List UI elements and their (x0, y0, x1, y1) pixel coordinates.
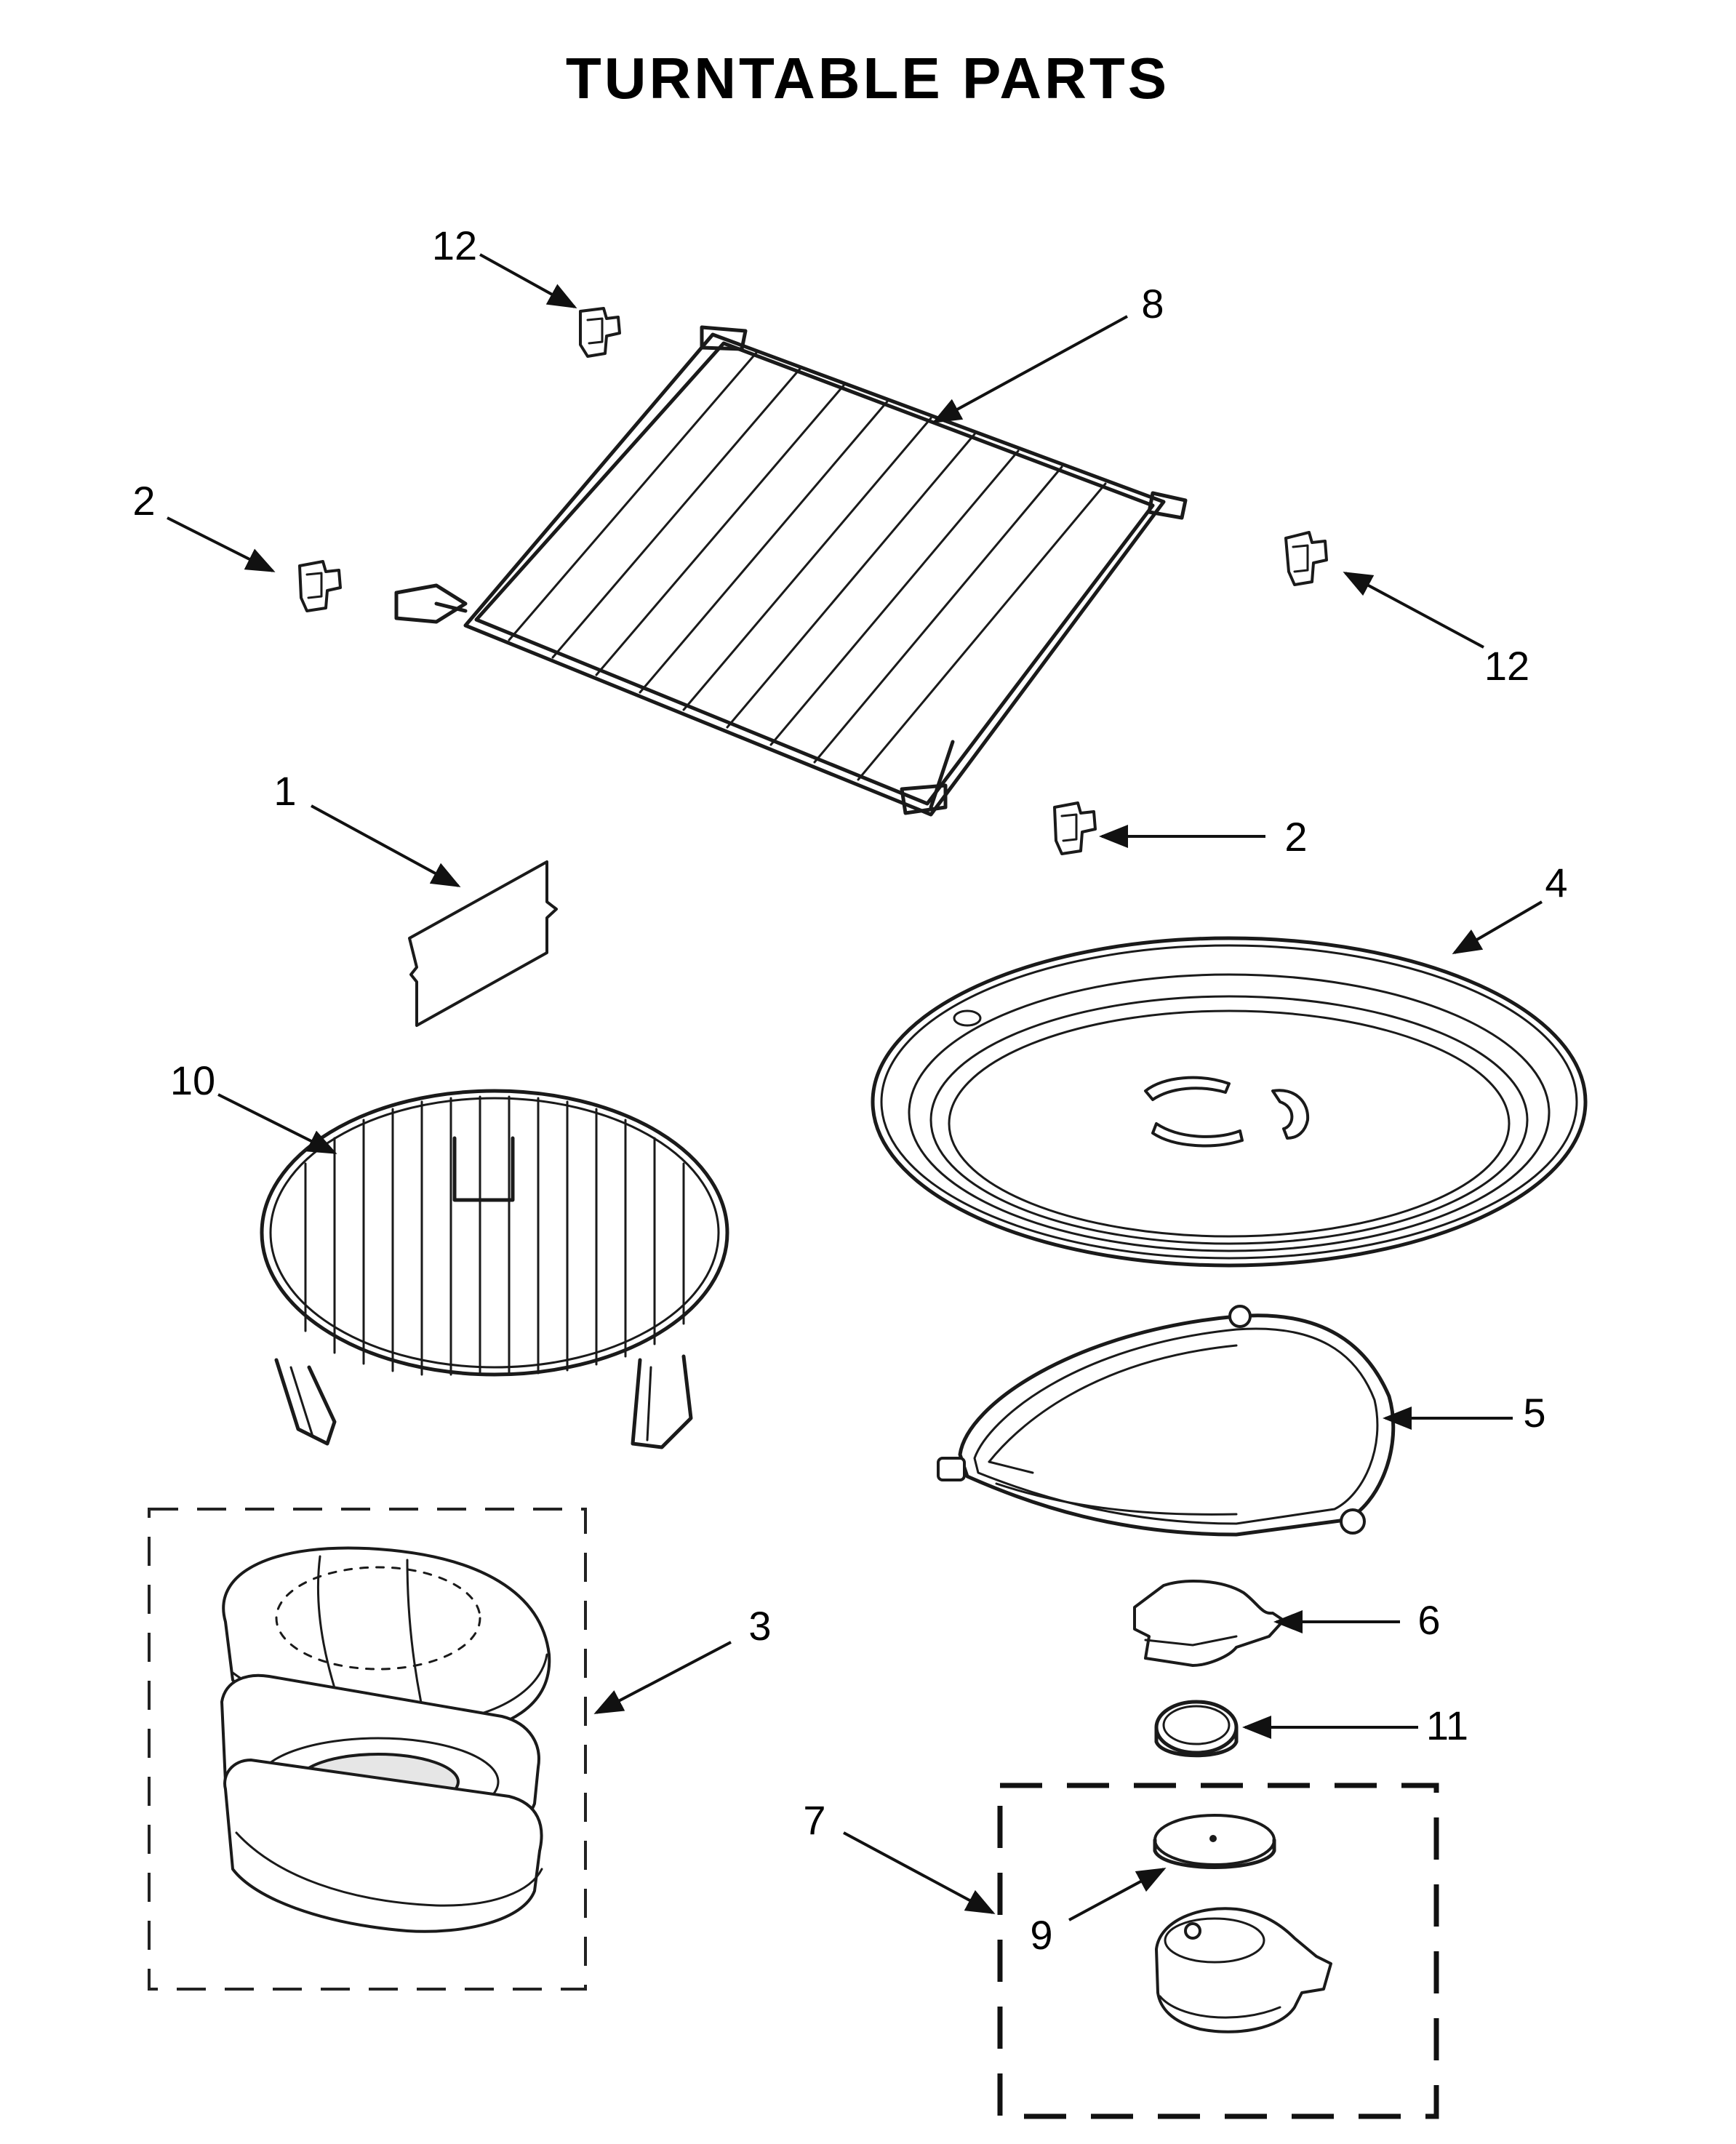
callout-11: 11 (1426, 1703, 1468, 1748)
callout-5: 5 (1523, 1390, 1545, 1436)
leader-arrow-2-left (167, 516, 276, 572)
rack-clip-part-right-upper (1284, 531, 1328, 586)
callout-9: 9 (1030, 1912, 1052, 1958)
callout-1: 1 (273, 768, 296, 814)
callout-6: 6 (1417, 1597, 1440, 1643)
callout-2-right: 2 (1284, 814, 1307, 860)
leader-arrow-12-right (1343, 572, 1484, 649)
roller-support-part (937, 1305, 1396, 1537)
rack-clip-part-right-lower (1053, 801, 1097, 855)
callout-2-left: 2 (132, 478, 155, 524)
ring-seal-part (1154, 1700, 1239, 1758)
leader-arrow-9 (1068, 1868, 1167, 1921)
diagram-title: TURNTABLE PARTS (566, 46, 1169, 111)
leader-arrow-8 (932, 315, 1128, 423)
round-rack-part (260, 1089, 729, 1449)
leader-arrow-12-top (479, 253, 577, 308)
callout-3: 3 (748, 1603, 771, 1649)
steamer-part (148, 1508, 587, 1991)
leader-arrow-10 (217, 1093, 337, 1154)
motor-kit-part (997, 1783, 1439, 2119)
wire-rack-part (394, 325, 1188, 817)
callout-7: 7 (803, 1797, 825, 1843)
leader-arrow-7 (843, 1831, 996, 1914)
rack-clip-part-top-left (579, 307, 621, 358)
callout-10: 10 (170, 1057, 215, 1103)
rack-clip-part-left (298, 560, 342, 612)
leader-arrow-4 (1452, 900, 1543, 955)
motor-disc-part (1153, 1814, 1276, 1869)
leader-arrow-1 (311, 804, 461, 887)
waveguide-cover-part (408, 860, 558, 1027)
callout-12-top: 12 (432, 223, 477, 268)
callout-12-right: 12 (1484, 643, 1529, 689)
leader-arrow-3 (593, 1641, 732, 1714)
callout-8: 8 (1141, 281, 1164, 327)
glass-tray-part (871, 936, 1588, 1268)
coupler-part (1133, 1580, 1285, 1667)
callout-4: 4 (1545, 860, 1567, 905)
